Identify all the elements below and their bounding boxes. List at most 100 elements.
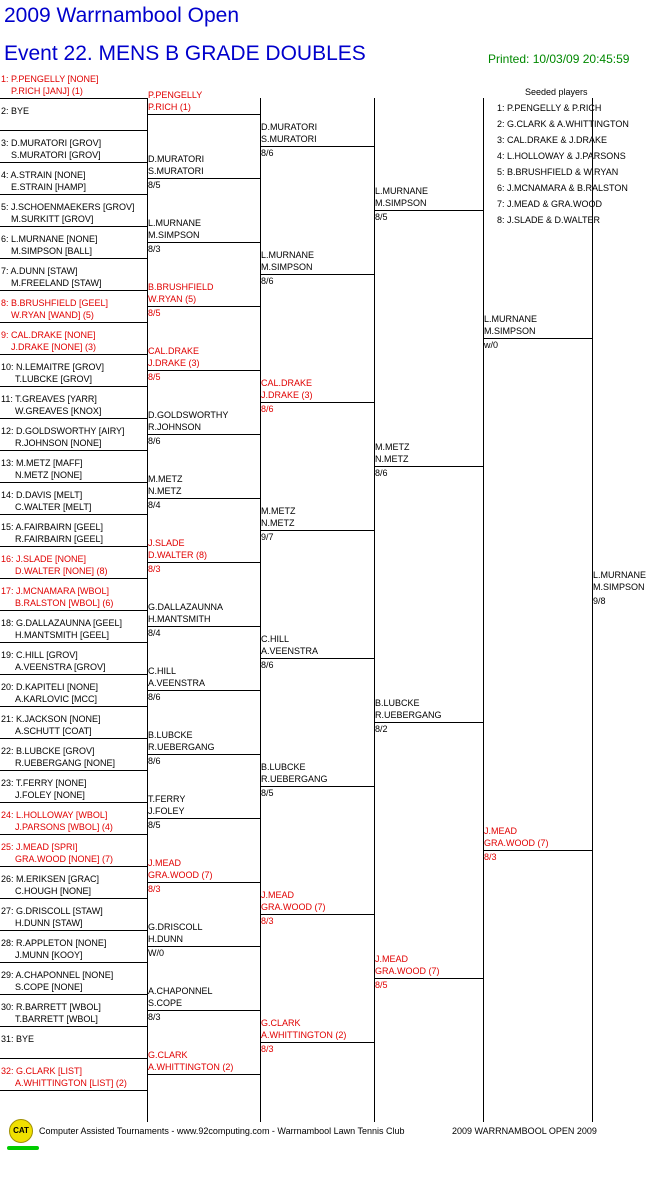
round2-match-9-player-1: G.DALLAZAUNNA [148, 602, 224, 612]
draw-line [147, 1074, 260, 1075]
entry-17-player-1: 17: J.MCNAMARA [WBOL] [1, 586, 110, 596]
footer-credits: Computer Assisted Tournaments - www.92co… [39, 1126, 405, 1136]
round2-match-15-player-2: S.COPE [148, 998, 183, 1008]
entry-24-player-2: J.PARSONS [WBOL] (4) [15, 822, 113, 832]
draw-line [0, 642, 147, 643]
draw-line [0, 898, 147, 899]
event-title: Event 22. MENS B GRADE DOUBLES [4, 42, 366, 65]
draw-line [0, 354, 147, 355]
draw-line [0, 930, 147, 931]
draw-line [147, 370, 260, 371]
round3-match-3-score: 8/6 [261, 404, 274, 414]
draw-line [0, 738, 147, 739]
round3-match-1-player-2: S.MURATORI [261, 134, 317, 144]
round2-match-8-player-1: J.SLADE [148, 538, 185, 548]
round2-match-10-player-2: A.VEENSTRA [148, 678, 206, 688]
draw-line [0, 578, 147, 579]
round2-match-3-player-1: L.MURNANE [148, 218, 202, 228]
round2-match-4-player-2: W.RYAN (5) [148, 294, 197, 304]
draw-line [147, 818, 260, 819]
round2-match-14-player-1: G.DRISCOLL [148, 922, 203, 932]
draw-connector [147, 226, 148, 290]
round2-match-7-score: 8/4 [148, 500, 161, 510]
entry-30-player-2: T.BARRETT [WBOL] [15, 1014, 98, 1024]
draw-connector [147, 674, 148, 738]
draw-line [0, 1090, 147, 1091]
entry-13-player-2: N.METZ [NONE] [15, 470, 82, 480]
entry-32-player-2: A.WHITTINGTON [LIST] (2) [15, 1078, 127, 1088]
round4-match-4-player-1: J.MEAD [375, 954, 409, 964]
draw-connector [483, 610, 484, 1122]
round3-match-7-player-1: J.MEAD [261, 890, 295, 900]
round2-match-11-player-1: B.LUBCKE [148, 730, 193, 740]
draw-line [0, 418, 147, 419]
entry-15-player-2: R.FAIRBAIRN [GEEL] [15, 534, 104, 544]
draw-line [260, 146, 374, 147]
round3-match-7-player-2: GRA.WOOD (7) [261, 902, 326, 912]
round2-match-5-player-1: CAL.DRAKE [148, 346, 200, 356]
draw-line [147, 434, 260, 435]
seed-8: 8: J.SLADE & D.WALTER [497, 215, 601, 225]
round3-match-2-player-2: M.SIMPSON [261, 262, 313, 272]
entry-9-player-2: J.DRAKE [NONE] (3) [11, 342, 97, 352]
entry-7-player-2: M.FREELAND [STAW] [11, 278, 102, 288]
entry-19-player-2: A.VEENSTRA [GROV] [15, 662, 106, 672]
entry-8-player-2: W.RYAN [WAND] (5) [11, 310, 94, 320]
draw-connector [374, 610, 375, 866]
round3-match-2-player-1: L.MURNANE [261, 250, 315, 260]
round2-match-1-player-1: P.PENGELLY [148, 90, 203, 100]
round3-match-1-player-1: D.MURATORI [261, 122, 318, 132]
draw-line [147, 562, 260, 563]
draw-line [147, 242, 260, 243]
round3-match-1-score: 8/6 [261, 148, 274, 158]
round2-match-7-player-1: M.METZ [148, 474, 183, 484]
entry-22-player-2: R.UEBERGANG [NONE] [15, 758, 116, 768]
round5-match-1-player-2: M.SIMPSON [484, 326, 536, 336]
round4-match-1-player-2: M.SIMPSON [375, 198, 427, 208]
entry-8-player-1: 8: B.BRUSHFIELD [GEEL] [1, 298, 109, 308]
draw-connector [260, 994, 261, 1122]
round3-match-8-player-2: A.WHITTINGTON (2) [261, 1030, 347, 1040]
round2-match-3-player-2: M.SIMPSON [148, 230, 200, 240]
entry-14-player-2: C.WALTER [MELT] [15, 502, 92, 512]
draw-connector [374, 98, 375, 354]
entry-27-player-1: 27: G.DRISCOLL [STAW] [1, 906, 103, 916]
round2-match-16-player-1: G.CLARK [148, 1050, 188, 1060]
entry-32-player-1: 32: G.CLARK [LIST] [1, 1066, 83, 1076]
draw-line [260, 914, 374, 915]
entry-21-player-1: 21: K.JACKSON [NONE] [1, 714, 101, 724]
round4-match-3-score: 8/2 [375, 724, 388, 734]
printed-timestamp: Printed: 10/03/09 20:45:59 [488, 52, 630, 66]
cat-logo-underline [7, 1146, 39, 1150]
round2-match-13-player-1: J.MEAD [148, 858, 182, 868]
round2-match-4-player-1: B.BRUSHFIELD [148, 282, 214, 292]
draw-connector [260, 610, 261, 738]
round5-match-1-player-1: L.MURNANE [484, 314, 538, 324]
round3-match-6-player-2: R.UEBERGANG [261, 774, 328, 784]
round2-match-3-score: 8/3 [148, 244, 161, 254]
draw-line [147, 1010, 260, 1011]
round3-match-5-player-1: C.HILL [261, 634, 290, 644]
draw-line [0, 706, 147, 707]
round2-match-5-score: 8/5 [148, 372, 161, 382]
draw-connector [260, 738, 261, 866]
round2-match-14-player-2: H.DUNN [148, 934, 183, 944]
round2-match-8-player-2: D.WALTER (8) [148, 550, 208, 560]
entry-18-player-1: 18: G.DALLAZAUNNA [GEEL] [1, 618, 123, 628]
entry-28-player-1: 28: R.APPLETON [NONE] [1, 938, 107, 948]
round4-match-3-player-1: B.LUBCKE [375, 698, 420, 708]
draw-line [374, 466, 483, 467]
round3-match-3-player-2: J.DRAKE (3) [261, 390, 313, 400]
draw-line [147, 882, 260, 883]
round3-match-2-score: 8/6 [261, 276, 274, 286]
round2-match-6-score: 8/6 [148, 436, 161, 446]
round5-match-2-player-2: GRA.WOOD (7) [484, 838, 549, 848]
entry-4-player-2: E.STRAIN [HAMP] [11, 182, 87, 192]
draw-line [0, 962, 147, 963]
draw-line [0, 546, 147, 547]
seed-5: 5: B.BRUSHFIELD & W.RYAN [497, 167, 619, 177]
draw-connector [147, 418, 148, 482]
round3-match-7-score: 8/3 [261, 916, 274, 926]
round2-match-6-player-1: D.GOLDSWORTHY [148, 410, 229, 420]
draw-line [147, 498, 260, 499]
